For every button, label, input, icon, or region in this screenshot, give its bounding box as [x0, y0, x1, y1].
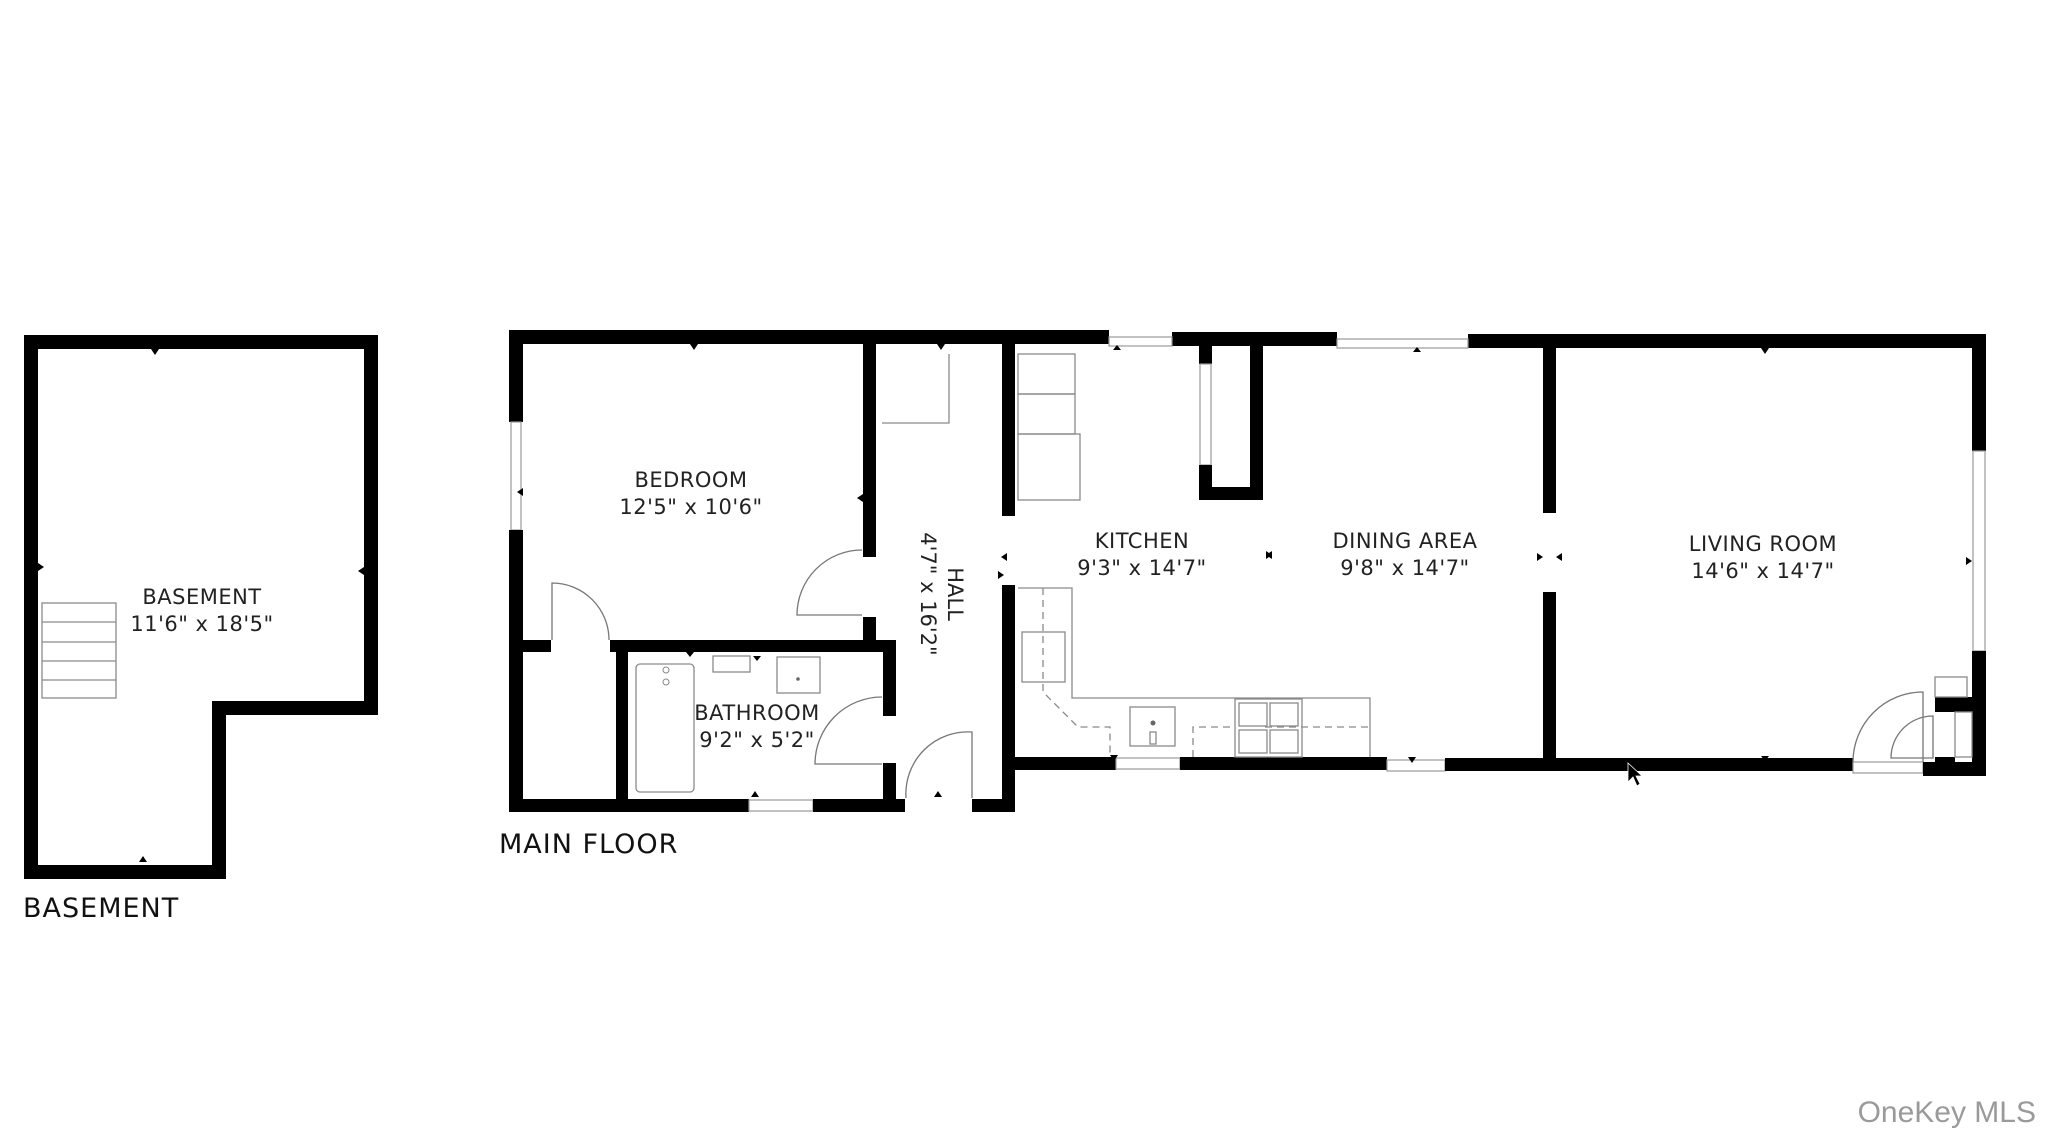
main-floor-plan [509, 330, 1986, 812]
room-label-kitchen: KITCHEN 9'3" x 14'7" [1052, 528, 1232, 582]
room-dimensions: 11'6" x 18'5" [130, 612, 274, 636]
toilet-icon [712, 655, 751, 673]
watermark-onekey-mls: OneKey MLS [1857, 1096, 2036, 1129]
room-name: BASEMENT [142, 585, 262, 609]
room-dimensions: 9'2" x 5'2" [699, 728, 815, 752]
room-name: KITCHEN [1094, 529, 1190, 553]
room-dimensions: 9'3" x 14'7" [1077, 556, 1207, 580]
dimension-markers [517, 344, 1972, 797]
mouse-cursor-icon [1627, 762, 1644, 787]
room-label-living: LIVING ROOM 14'6" x 14'7" [1653, 531, 1873, 585]
room-dimensions: 12'5" x 10'6" [619, 495, 763, 519]
room-label-bathroom: BATHROOM 9'2" x 5'2" [667, 700, 847, 754]
bathroom-sink-icon [776, 656, 821, 694]
room-label-bedroom: BEDROOM 12'5" x 10'6" [601, 467, 781, 521]
dishwasher-icon [1021, 631, 1066, 683]
room-name: BEDROOM [634, 468, 748, 492]
stove-icon [1234, 698, 1303, 758]
bathtub-icon [635, 663, 695, 793]
room-dimensions: 4'7" x 16'2" [916, 532, 940, 656]
room-name: LIVING ROOM [1688, 532, 1838, 556]
basement-plan [24, 335, 378, 879]
room-name: DINING AREA [1332, 529, 1478, 553]
room-label-dining: DINING AREA 9'8" x 14'7" [1295, 528, 1515, 582]
floor-title-main-floor: MAIN FLOOR [499, 829, 679, 860]
kitchen-counters [1018, 587, 1371, 758]
stairs-icon [41, 602, 117, 699]
room-name: BATHROOM [694, 701, 820, 725]
room-dimensions: 9'8" x 14'7" [1340, 556, 1470, 580]
room-name: HALL [943, 567, 967, 621]
room-label-basement: BASEMENT 11'6" x 18'5" [112, 584, 292, 638]
room-label-hall: HALL 4'7" x 16'2" [912, 509, 968, 679]
floor-title-basement: BASEMENT [23, 893, 180, 924]
kitchen-upper-cabinets [1017, 353, 1081, 501]
sink-icon [1129, 706, 1176, 747]
door-swings [551, 549, 1934, 799]
room-dimensions: 14'6" x 14'7" [1691, 559, 1835, 583]
